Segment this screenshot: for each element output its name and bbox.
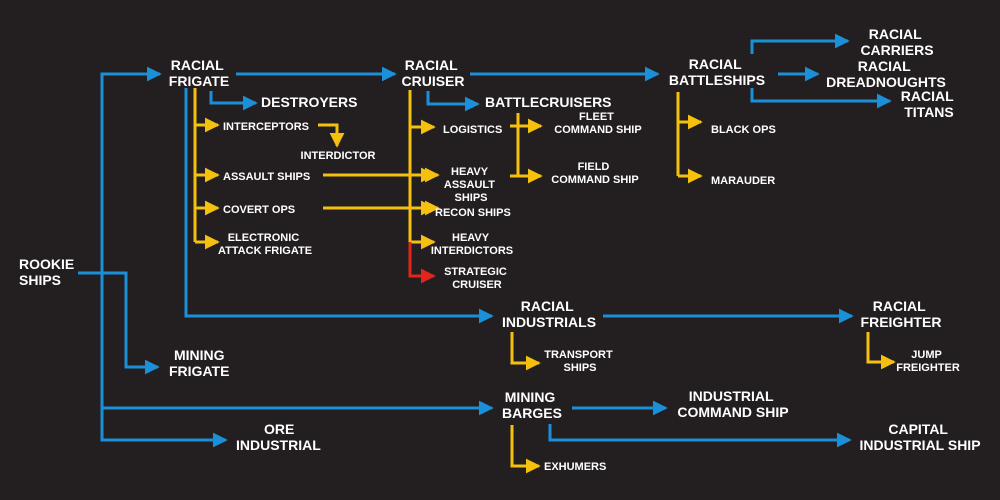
node-transport-ships: TRANSPORT SHIPS [544, 349, 616, 374]
connector-rookie-to-mining-frigate [78, 271, 160, 375]
node-racial-carriers: RACIAL CARRIERS [860, 26, 933, 58]
node-interdictor: INTERDICTOR [301, 150, 376, 162]
yellow-connectors [193, 88, 896, 474]
node-field-command-ship: FIELD COMMAND SHIP [551, 161, 638, 186]
node-interceptors: INTERCEPTORS [223, 121, 309, 133]
connector-battleships-to-carriers [750, 33, 850, 54]
node-labels: ROOKIE SHIPS RACIAL FRIGATE RACIAL CRUIS… [19, 26, 981, 473]
node-racial-titans: RACIAL TITANS [901, 88, 958, 120]
connector-frigate-to-destroyers [209, 91, 258, 111]
node-industrial-command-ship: INDUSTRIAL COMMAND SHIP [677, 388, 788, 420]
node-racial-frigate: RACIAL FRIGATE [169, 57, 229, 89]
connector-rookie-trunk [78, 66, 162, 275]
red-connectors [408, 242, 436, 284]
node-battlecruisers: BATTLECRUISERS [485, 94, 612, 110]
connector-industrials-to-transport [510, 332, 541, 371]
blue-connectors [78, 33, 892, 448]
node-mining-barges: MINING BARGES [502, 389, 562, 421]
connector-frigate-to-industrials [184, 88, 494, 324]
node-exhumers: EXHUMERS [544, 461, 606, 473]
node-marauder: MARAUDER [711, 175, 775, 187]
connector-barges-to-exhumers [510, 425, 541, 474]
node-strategic-cruiser: STRATEGIC CRUISER [444, 266, 510, 291]
node-racial-cruiser: RACIAL CRUISER [401, 57, 464, 89]
connector-rookie-to-ore-industrial [100, 272, 228, 448]
connector-cruiser-to-battlecruisers [426, 91, 480, 112]
node-rookie-ships: ROOKIE SHIPS [19, 256, 78, 288]
node-destroyers: DESTROYERS [261, 94, 357, 110]
connector-cruiser-to-strategic-cruiser [408, 242, 436, 284]
connector-barges-to-capital-industrial [548, 424, 852, 448]
node-mining-frigate: MINING FRIGATE [169, 347, 229, 379]
node-racial-battleships: RACIAL BATTLESHIPS [669, 56, 765, 88]
node-ore-industrial: ORE INDUSTRIAL [236, 421, 321, 453]
node-racial-freighter: RACIAL FREIGHTER [861, 298, 942, 330]
node-heavy-assault-ships: HEAVY ASSAULT SHIPS [444, 166, 498, 204]
node-racial-dreadnoughts: RACIAL DREADNOUGHTS [826, 58, 946, 90]
node-black-ops: BLACK OPS [711, 124, 776, 136]
node-racial-industrials: RACIAL INDUSTRIALS [502, 298, 596, 330]
node-recon-ships: RECON SHIPS [435, 207, 511, 219]
node-jump-freighter: JUMP FREIGHTER [896, 349, 960, 374]
node-covert-ops: COVERT OPS [223, 204, 295, 216]
connector-destroyers-to-interdictor [318, 123, 345, 148]
node-logistics: LOGISTICS [443, 124, 502, 136]
connector-battleships-to-titans [750, 88, 892, 109]
node-fleet-command-ship: FLEET COMMAND SHIP [554, 111, 641, 136]
connector-freighter-to-jump-freighter [866, 332, 896, 370]
node-heavy-interdictors: HEAVY INTERDICTORS [431, 232, 513, 257]
node-assault-ships: ASSAULT SHIPS [223, 171, 310, 183]
node-capital-industrial-ship: CAPITAL INDUSTRIAL SHIP [859, 421, 980, 453]
node-electronic-attack-frigate: ELECTRONIC ATTACK FRIGATE [218, 232, 312, 257]
